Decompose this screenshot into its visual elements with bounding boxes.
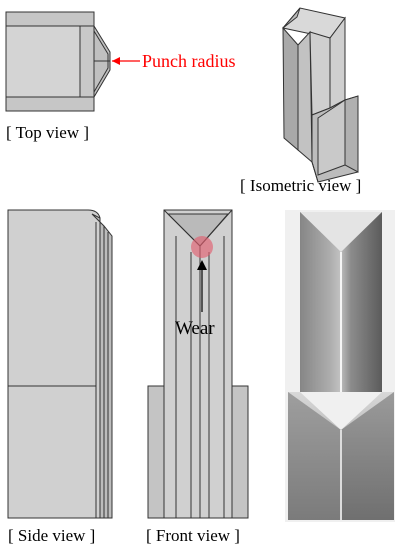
side-view-drawing	[7, 209, 113, 519]
wear-marker	[191, 236, 213, 258]
top-view-caption: [ Top view ]	[6, 123, 89, 142]
isometric-view-caption: [ Isometric view ]	[240, 176, 361, 195]
punch-photo	[285, 210, 395, 522]
wear-callout: Wear	[175, 260, 215, 339]
top-view-drawing	[5, 11, 111, 112]
isometric-view-drawing	[282, 7, 359, 183]
wear-label: Wear	[175, 318, 215, 339]
front-view-caption: [ Front view ]	[146, 526, 240, 545]
punch-radius-label: Punch radius	[142, 51, 236, 71]
side-view-caption: [ Side view ]	[8, 526, 95, 545]
front-view-drawing	[147, 209, 249, 519]
punch-radius-callout: Punch radius	[112, 51, 236, 71]
